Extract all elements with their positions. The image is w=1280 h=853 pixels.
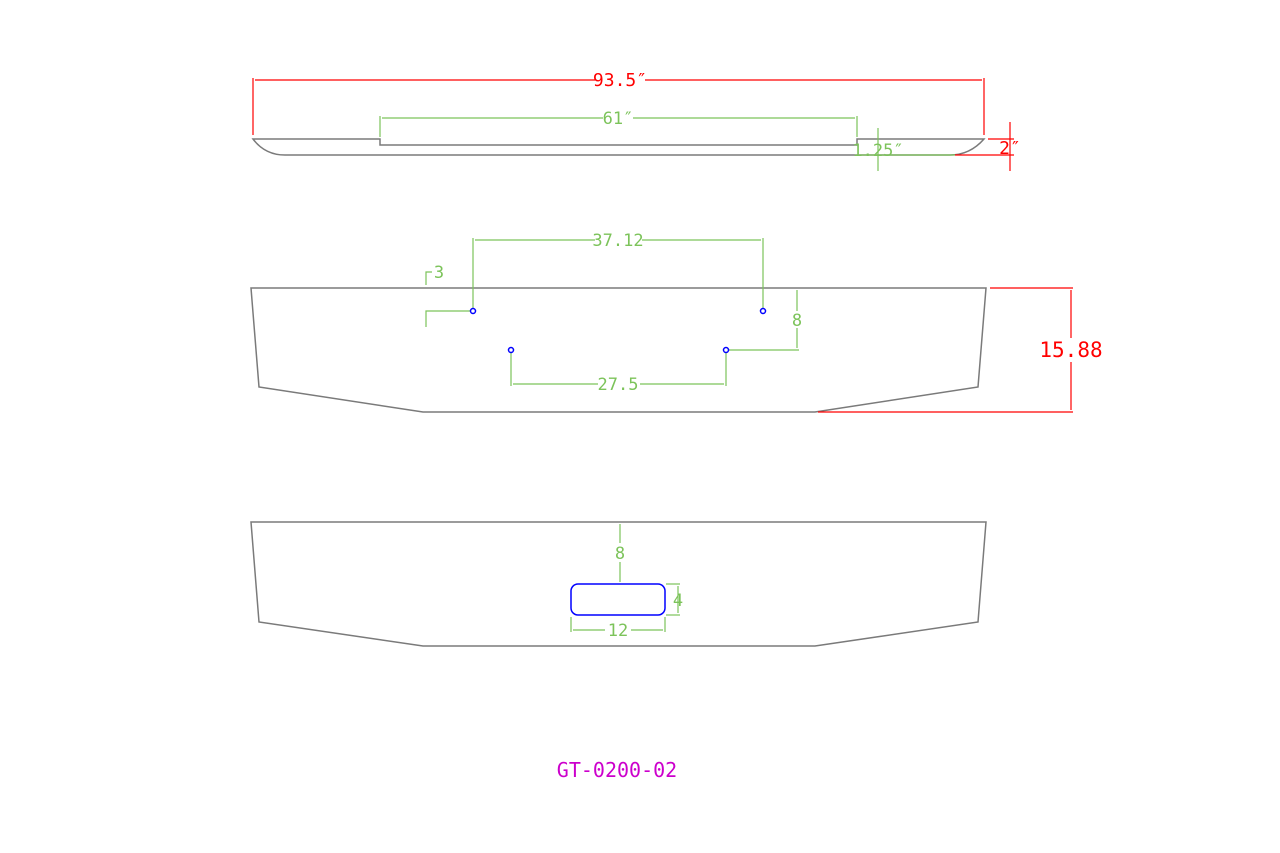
lower-hole-depth-label: 8 — [792, 311, 802, 331]
mounting-hole — [507, 346, 515, 354]
slot-height-label: 4 — [673, 591, 683, 611]
recess-length-label: 61″ — [603, 109, 634, 129]
top-view: 93.5″ 61″ 1.25″ 2″ — [251, 70, 1021, 171]
recess-depth-label: 1.25″ — [852, 141, 903, 161]
mounting-hole — [759, 307, 767, 315]
height-label: 15.88 — [1039, 338, 1102, 362]
rear-view: 8 4 12 — [250, 521, 987, 647]
thickness-label: 2″ — [999, 138, 1021, 159]
front-view: 37.12 3 27.5 8 15.88 — [250, 231, 1103, 413]
slot-width-label: 12 — [608, 621, 628, 641]
rear-view-outline — [250, 521, 987, 647]
mounting-hole — [469, 307, 477, 315]
drawing-number: GT-0200-02 — [557, 758, 677, 782]
mounting-hole — [722, 346, 730, 354]
overall-length-label: 93.5″ — [593, 70, 647, 91]
slot-from-top-label: 8 — [615, 544, 625, 564]
upper-hole-spacing-label: 37.12 — [592, 231, 643, 251]
front-view-outline — [250, 287, 987, 413]
hole-offset-label: 3 — [434, 263, 444, 283]
slot-cutout — [570, 583, 666, 616]
lower-hole-spacing-label: 27.5 — [598, 375, 639, 395]
